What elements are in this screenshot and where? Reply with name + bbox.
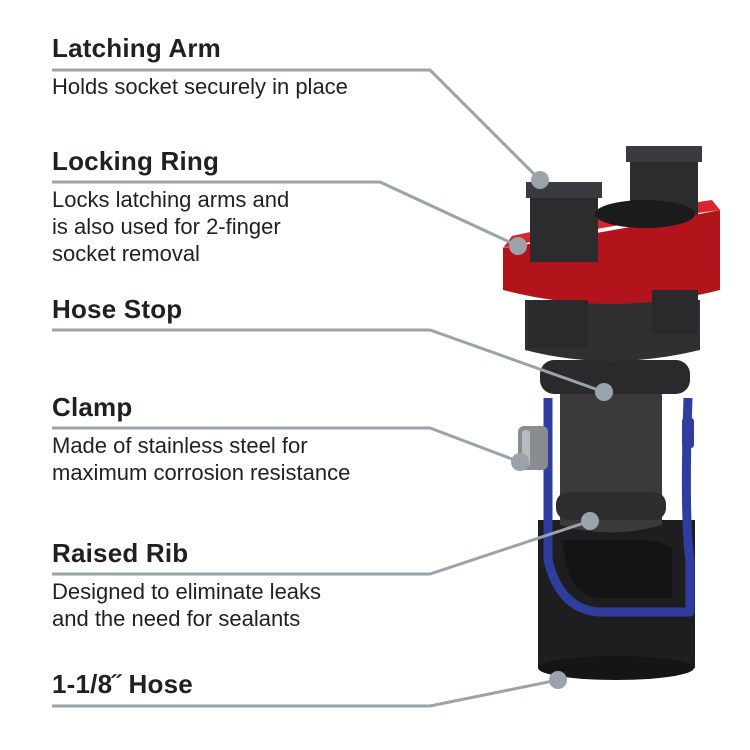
leader-line-raised-rib (52, 519, 591, 576)
callout-clamp: Clamp Made of stainless steel for maximu… (52, 392, 350, 486)
callout-title-clamp: Clamp (52, 392, 133, 422)
hose-liner (543, 397, 695, 617)
callout-latching-arm: Latching Arm Holds socket securely in pl… (52, 33, 348, 100)
latching-arm-right (630, 152, 698, 215)
lower-arm-right (652, 290, 698, 334)
callout-title-locking-ring: Locking Ring (52, 146, 220, 176)
callout-desc-locking-ring: Locks latching arms and is also used for… (52, 187, 290, 266)
callout-desc-raised-rib: Designed to eliminate leaks and the need… (52, 579, 322, 631)
callout-raised-rib: Raised Rib Designed to eliminate leaks a… (52, 538, 321, 632)
callout-hose-stop: Hose Stop (52, 294, 182, 324)
hose-bottom-rim (538, 656, 694, 680)
callout-title-latching-arm: Latching Arm (52, 33, 222, 63)
callout-locking-ring: Locking Ring Locks latching arms and is … (52, 146, 289, 267)
callout-desc-latching-arm: Holds socket securely in place (52, 74, 348, 99)
latching-arm-right-lip (626, 146, 702, 162)
callout-title-hose: 1-1/8˝ Hose (52, 669, 193, 699)
hose-liner-inner (563, 540, 672, 598)
hose-stop-ring (540, 360, 690, 394)
leader-line-hose-stop (52, 328, 605, 394)
leader-line-clamp (52, 426, 521, 464)
leader-dot-raised-rib (581, 512, 599, 530)
callout-hose: 1-1/8˝ Hose (52, 669, 193, 699)
leader-dot-clamp (511, 453, 529, 471)
leader-dot-locking-ring (509, 237, 527, 255)
latching-arm-left (530, 188, 598, 262)
callout-title-hose-stop: Hose Stop (52, 294, 183, 324)
leader-dot-latching-arm (531, 171, 549, 189)
raised-rib-ring (556, 492, 666, 520)
leader-line-locking-ring (52, 180, 519, 248)
callout-desc-clamp: Made of stainless steel for maximum corr… (52, 433, 351, 485)
lower-arm-left (528, 300, 588, 348)
clamp-right-tab (682, 418, 694, 448)
leader-line-hose (52, 678, 559, 708)
socket-opening (595, 200, 695, 228)
leader-dot-hose-stop (595, 383, 613, 401)
leader-dot-hose (549, 671, 567, 689)
leader-line-latching-arm (52, 68, 542, 182)
locking-ring-shape (503, 210, 720, 304)
callout-title-raised-rib: Raised Rib (52, 538, 189, 568)
